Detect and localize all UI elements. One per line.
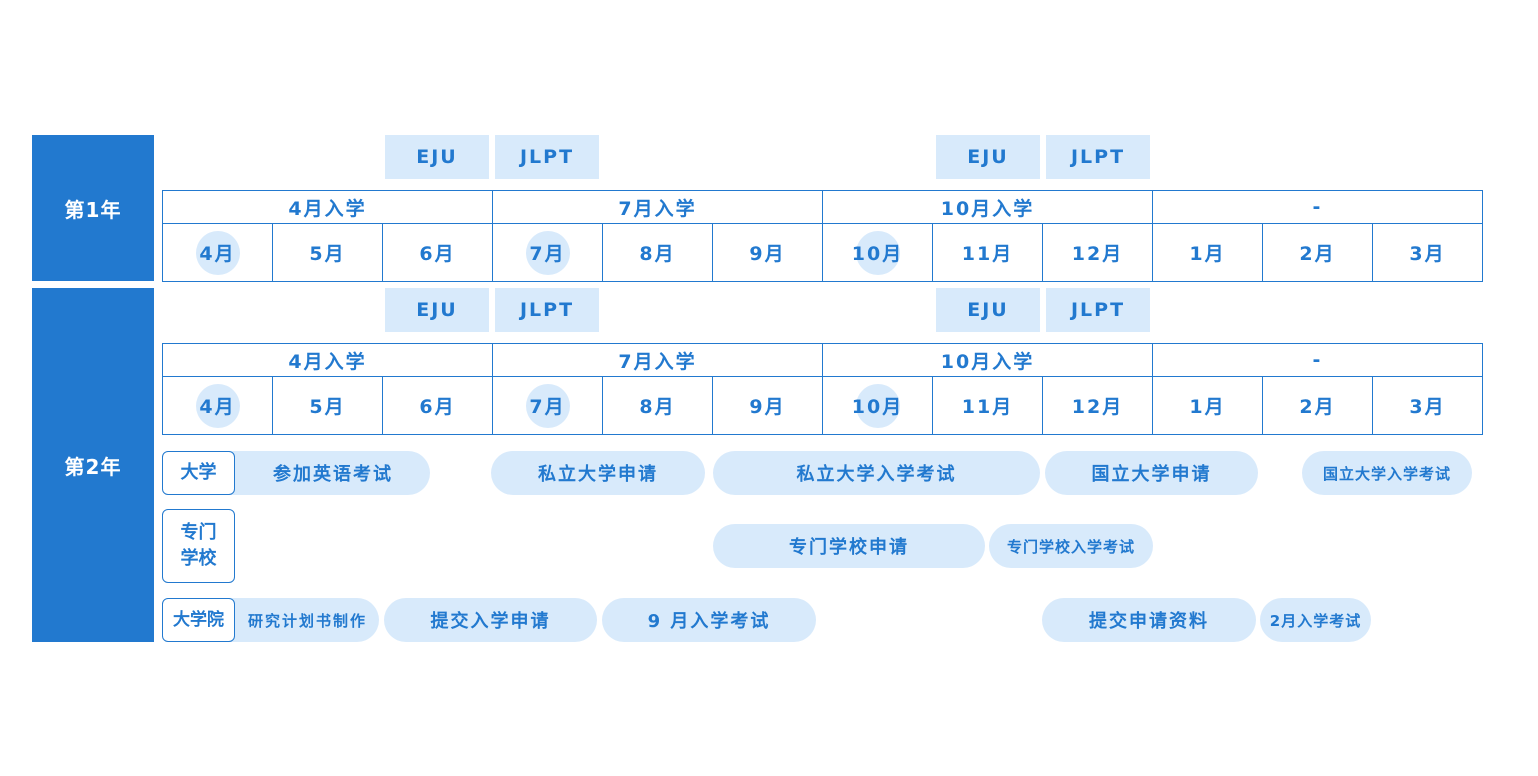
- month-cell: 9月: [713, 377, 823, 434]
- year-1-intake-row: 4月入学 7月入学 10月入学 -: [162, 190, 1483, 224]
- month-cell: 6月: [383, 224, 493, 281]
- month-cell-highlighted: 4月: [163, 377, 273, 434]
- month-cell: 5月: [273, 377, 383, 434]
- intake-cell: 4月入学: [163, 344, 493, 376]
- month-cell-highlighted: 7月: [493, 224, 603, 281]
- month-cell: 1月: [1153, 224, 1263, 281]
- intake-cell: 7月入学: [493, 191, 823, 223]
- university-task-private-exam: 私立大学入学考试: [713, 451, 1040, 495]
- university-task-national-exam: 国立大学入学考试: [1302, 451, 1472, 495]
- year-2-jlpt-december: JLPT: [1046, 288, 1150, 332]
- year-1-month-row: 4月 5月 6月 7月 8月 9月 10月 11月 12月 1月 2月 3月: [162, 224, 1483, 282]
- month-cell: 2月: [1263, 377, 1373, 434]
- month-cell: 3月: [1409, 243, 1446, 265]
- intake-cell: 4月入学: [163, 191, 493, 223]
- year-2-jlpt-july: JLPT: [495, 288, 599, 332]
- graduate-task-february-exam: 2月入学考试: [1260, 598, 1371, 642]
- university-task-national-application: 国立大学申请: [1045, 451, 1258, 495]
- year-1-label: 第1年: [32, 135, 154, 281]
- month-cell-highlighted: 10月: [823, 224, 933, 281]
- year-1-eju-december: EJU: [936, 135, 1040, 179]
- month-cell: 9月: [713, 224, 823, 281]
- university-category-box: 大学: [162, 451, 235, 495]
- month-cell-highlighted: 10月: [823, 377, 933, 434]
- month-cell: 1月: [1153, 377, 1263, 434]
- month-cell-highlighted: 4月: [163, 224, 273, 281]
- year-2-intake-row: 4月入学 7月入学 10月入学 -: [162, 343, 1483, 377]
- month-cell: 8月: [603, 224, 713, 281]
- intake-cell: -: [1312, 349, 1323, 371]
- month-cell: 2月: [1263, 224, 1373, 281]
- year-2-month-row: 4月 5月 6月 7月 8月 9月 10月 11月 12月 1月 2月 3月: [162, 377, 1483, 435]
- month-cell: 8月: [603, 377, 713, 434]
- month-cell: 12月: [1043, 224, 1153, 281]
- year-2-eju-december: EJU: [936, 288, 1040, 332]
- month-cell: 12月: [1043, 377, 1153, 434]
- vocational-task-application: 专门学校申请: [713, 524, 985, 568]
- month-cell: 11月: [933, 377, 1043, 434]
- year-1-jlpt-july: JLPT: [495, 135, 599, 179]
- month-cell: 5月: [273, 224, 383, 281]
- intake-cell: -: [1312, 196, 1323, 218]
- university-task-private-application: 私立大学申请: [491, 451, 705, 495]
- graduate-category-box: 大学院: [162, 598, 235, 642]
- university-task-english-exam: 参加英语考试: [196, 451, 430, 495]
- month-cell: 3月: [1409, 396, 1446, 418]
- month-cell: 6月: [383, 377, 493, 434]
- year-1-eju-july: EJU: [385, 135, 489, 179]
- year-1-jlpt-december: JLPT: [1046, 135, 1150, 179]
- graduate-task-submit-documents: 提交申请资料: [1042, 598, 1256, 642]
- year-2-eju-july: EJU: [385, 288, 489, 332]
- month-cell: 11月: [933, 224, 1043, 281]
- vocational-category-box: 专门 学校: [162, 509, 235, 583]
- intake-cell: 10月入学: [823, 191, 1153, 223]
- intake-cell: 7月入学: [493, 344, 823, 376]
- intake-cell: 10月入学: [823, 344, 1153, 376]
- graduate-task-submit-application: 提交入学申请: [384, 598, 597, 642]
- graduate-task-september-exam: 9 月入学考试: [602, 598, 816, 642]
- month-cell-highlighted: 7月: [493, 377, 603, 434]
- vocational-task-exam: 专门学校入学考试: [989, 524, 1153, 568]
- year-2-label: 第2年: [32, 288, 154, 642]
